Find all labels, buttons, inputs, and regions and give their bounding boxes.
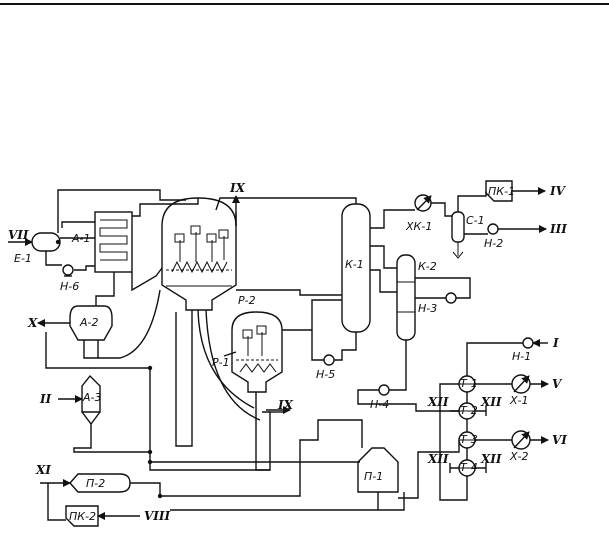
label-h3: Н-3 xyxy=(418,302,437,315)
label-pk2: ПК-2 xyxy=(69,510,96,523)
label-p1: Р-1 xyxy=(212,356,230,369)
pump-h3 xyxy=(445,292,457,304)
label-t1: Т-1 xyxy=(460,377,478,390)
stream-ix-mid: IX xyxy=(277,398,294,412)
stream-xii-3: XII xyxy=(427,452,449,466)
label-h5: Н-5 xyxy=(316,368,335,381)
pipelines xyxy=(8,187,549,521)
pump-h5 xyxy=(323,354,335,366)
label-h1: Н-1 xyxy=(512,350,531,363)
label-c1: С-1 xyxy=(466,214,485,227)
reactor-p1 xyxy=(231,311,283,393)
stream-ix-top: IX xyxy=(229,181,246,195)
stream-ii: II xyxy=(39,392,52,406)
label-e1: Е-1 xyxy=(14,252,32,265)
label-x2: Х-2 xyxy=(509,450,529,463)
stream-xii-2: XII xyxy=(480,395,502,409)
junction-dots xyxy=(55,239,163,499)
stream-i: I xyxy=(552,336,559,350)
column-k2 xyxy=(396,254,416,341)
stream-labels: VII IX IV III X I V II IX VI XI VIII XII… xyxy=(8,181,567,523)
pump-h6 xyxy=(62,264,74,277)
condenser-xk1 xyxy=(414,194,432,212)
stream-xii-1: XII xyxy=(427,395,449,409)
label-x1: Х-1 xyxy=(509,394,529,407)
label-heater-p2: П-2 xyxy=(86,477,105,490)
stream-iii: III xyxy=(549,222,567,236)
label-pk1: ПК-1 xyxy=(488,185,515,198)
separator-c1 xyxy=(451,211,465,259)
label-a2: А-2 xyxy=(79,316,99,329)
stream-viii: VIII xyxy=(144,509,171,523)
label-furnace-p1: П-1 xyxy=(364,470,383,483)
heater-p2 xyxy=(69,473,131,493)
furnace-p1 xyxy=(357,447,399,493)
stream-x: X xyxy=(27,316,38,330)
stream-vi: VI xyxy=(552,433,567,447)
reactor-p2 xyxy=(161,197,237,311)
stream-xii-4: XII xyxy=(480,452,502,466)
label-t3: Т-3 xyxy=(460,433,478,446)
label-k2: К-2 xyxy=(418,260,437,273)
pump-h2 xyxy=(487,223,499,235)
cooler-x2 xyxy=(511,430,531,450)
compressor-pk2 xyxy=(65,505,99,527)
label-xk1: ХК-1 xyxy=(405,220,432,233)
label-k1: К-1 xyxy=(345,258,364,271)
label-h4: Н-4 xyxy=(370,398,389,411)
label-t2: Т-2 xyxy=(460,404,478,417)
pump-h4 xyxy=(378,384,390,396)
stream-xi: XI xyxy=(35,463,51,477)
cyclone-a2 xyxy=(69,305,113,350)
vessel-e1 xyxy=(31,232,61,252)
label-t4: Т-4 xyxy=(460,461,478,474)
stream-iv: IV xyxy=(549,184,567,198)
cooler-x1 xyxy=(511,374,531,394)
label-p2: Р-2 xyxy=(238,294,256,307)
stream-v: V xyxy=(552,377,563,391)
stream-vii: VII xyxy=(8,228,29,242)
heat-exchanger-a1 xyxy=(94,211,133,273)
label-a3: А-3 xyxy=(82,391,102,404)
label-h6: Н-6 xyxy=(60,280,79,293)
label-h2: Н-2 xyxy=(484,237,503,250)
label-a1: А-1 xyxy=(71,232,91,245)
equipment-labels: Е-1 А-1 Н-6 А-2 А-3 Р-2 Р-1 К-1 К-2 Н-3 … xyxy=(14,185,531,523)
pump-h1 xyxy=(522,337,534,349)
